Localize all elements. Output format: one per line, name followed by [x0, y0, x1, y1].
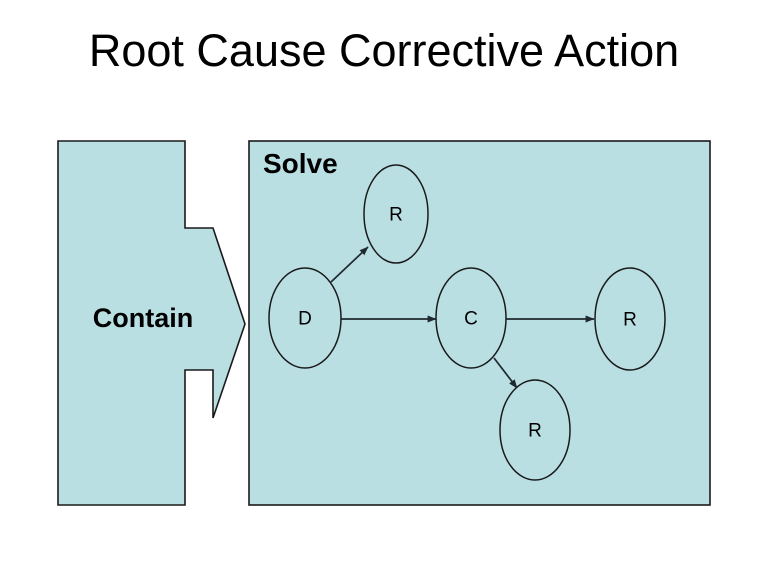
node-r-top[interactable]: R: [363, 164, 429, 264]
solve-panel-label: Solve: [263, 148, 338, 179]
node-r-right[interactable]: R: [594, 267, 666, 371]
contain-panel-shape[interactable]: [57, 140, 246, 506]
node-r-bottom-label: R: [528, 421, 542, 442]
node-c[interactable]: C: [435, 267, 507, 369]
node-r-right-label: R: [623, 310, 637, 331]
page-title: Root Cause Corrective Action: [88, 25, 680, 76]
node-r-top-label: R: [389, 205, 403, 226]
node-d-label: D: [298, 309, 312, 330]
node-r-bottom[interactable]: R: [499, 379, 571, 481]
edge-c-to-r-bottom: [493, 357, 518, 389]
node-c-label: C: [464, 309, 478, 330]
edge-d-to-r-top: [330, 246, 369, 283]
contain-panel-label: Contain: [92, 303, 194, 333]
node-d[interactable]: D: [268, 267, 342, 369]
